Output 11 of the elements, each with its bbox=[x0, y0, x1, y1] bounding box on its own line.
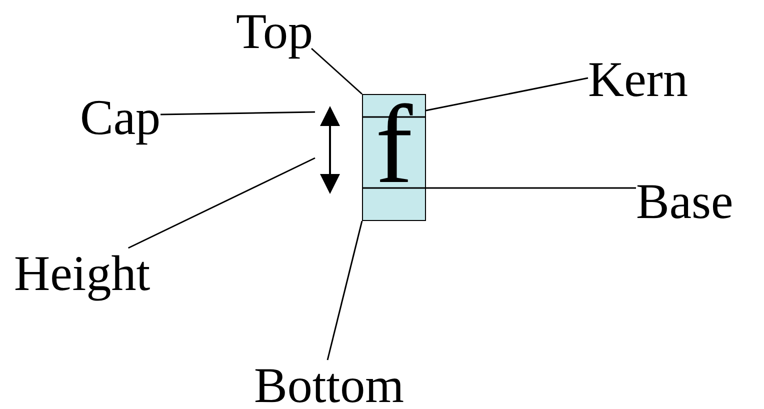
leader-line bbox=[326, 220, 363, 360]
leader-line bbox=[426, 77, 588, 112]
leader-line bbox=[426, 187, 636, 189]
glyph-letter: f bbox=[375, 89, 413, 201]
part-label: Kern bbox=[588, 54, 688, 104]
leader-line bbox=[160, 111, 316, 116]
leader-line bbox=[128, 157, 316, 249]
part-label: Bottom bbox=[254, 360, 404, 409]
glyph-box bbox=[362, 94, 426, 221]
leader-line bbox=[311, 48, 362, 95]
part-label: Base bbox=[636, 176, 734, 226]
